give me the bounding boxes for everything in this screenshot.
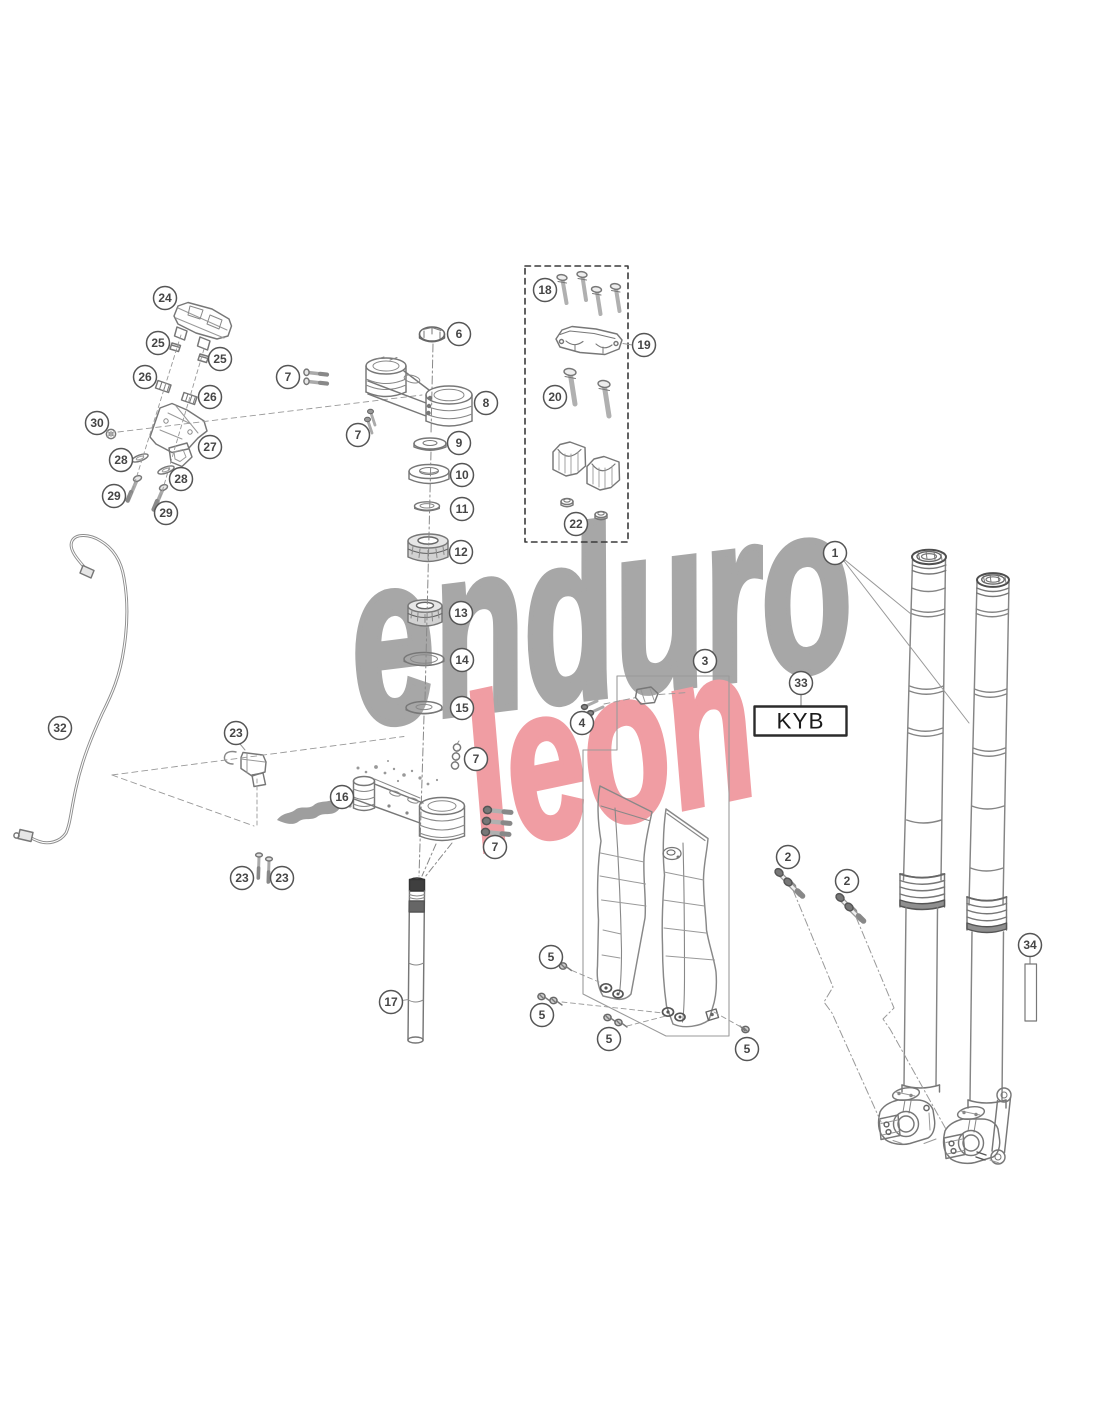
svg-text:7: 7 (285, 370, 292, 384)
svg-text:12: 12 (454, 545, 468, 559)
svg-text:27: 27 (203, 440, 217, 454)
svg-text:18: 18 (538, 283, 552, 297)
svg-text:8: 8 (483, 396, 490, 410)
svg-text:16: 16 (335, 790, 349, 804)
svg-text:2: 2 (844, 874, 851, 888)
svg-text:7: 7 (492, 840, 499, 854)
svg-text:28: 28 (174, 472, 188, 486)
svg-text:28: 28 (114, 453, 128, 467)
svg-text:5: 5 (548, 950, 555, 964)
svg-text:33: 33 (794, 676, 808, 690)
svg-text:11: 11 (456, 502, 469, 516)
svg-text:7: 7 (473, 752, 480, 766)
svg-text:15: 15 (455, 701, 469, 715)
svg-text:23: 23 (229, 726, 243, 740)
svg-text:13: 13 (454, 606, 468, 620)
svg-text:20: 20 (548, 390, 562, 404)
svg-text:6: 6 (456, 327, 463, 341)
svg-text:17: 17 (384, 995, 398, 1009)
svg-text:3: 3 (702, 654, 709, 668)
svg-text:30: 30 (90, 416, 104, 430)
svg-text:5: 5 (744, 1042, 751, 1056)
svg-text:22: 22 (569, 517, 583, 531)
svg-text:32: 32 (53, 721, 67, 735)
svg-text:5: 5 (539, 1008, 546, 1022)
svg-text:4: 4 (579, 716, 586, 730)
svg-text:34: 34 (1023, 938, 1037, 952)
svg-text:23: 23 (235, 871, 249, 885)
svg-text:25: 25 (151, 336, 165, 350)
svg-text:1: 1 (832, 546, 839, 560)
svg-text:14: 14 (455, 653, 469, 667)
svg-text:10: 10 (455, 468, 469, 482)
svg-text:29: 29 (159, 506, 173, 520)
svg-text:26: 26 (138, 370, 152, 384)
svg-text:19: 19 (637, 338, 651, 352)
svg-text:25: 25 (213, 352, 227, 366)
svg-text:2: 2 (785, 850, 792, 864)
svg-text:KYB: KYB (776, 709, 824, 734)
svg-text:26: 26 (203, 390, 217, 404)
svg-text:9: 9 (456, 436, 463, 450)
svg-text:23: 23 (275, 871, 289, 885)
svg-text:5: 5 (606, 1032, 613, 1046)
svg-text:7: 7 (355, 428, 362, 442)
svg-text:29: 29 (107, 489, 121, 503)
svg-text:24: 24 (158, 291, 172, 305)
